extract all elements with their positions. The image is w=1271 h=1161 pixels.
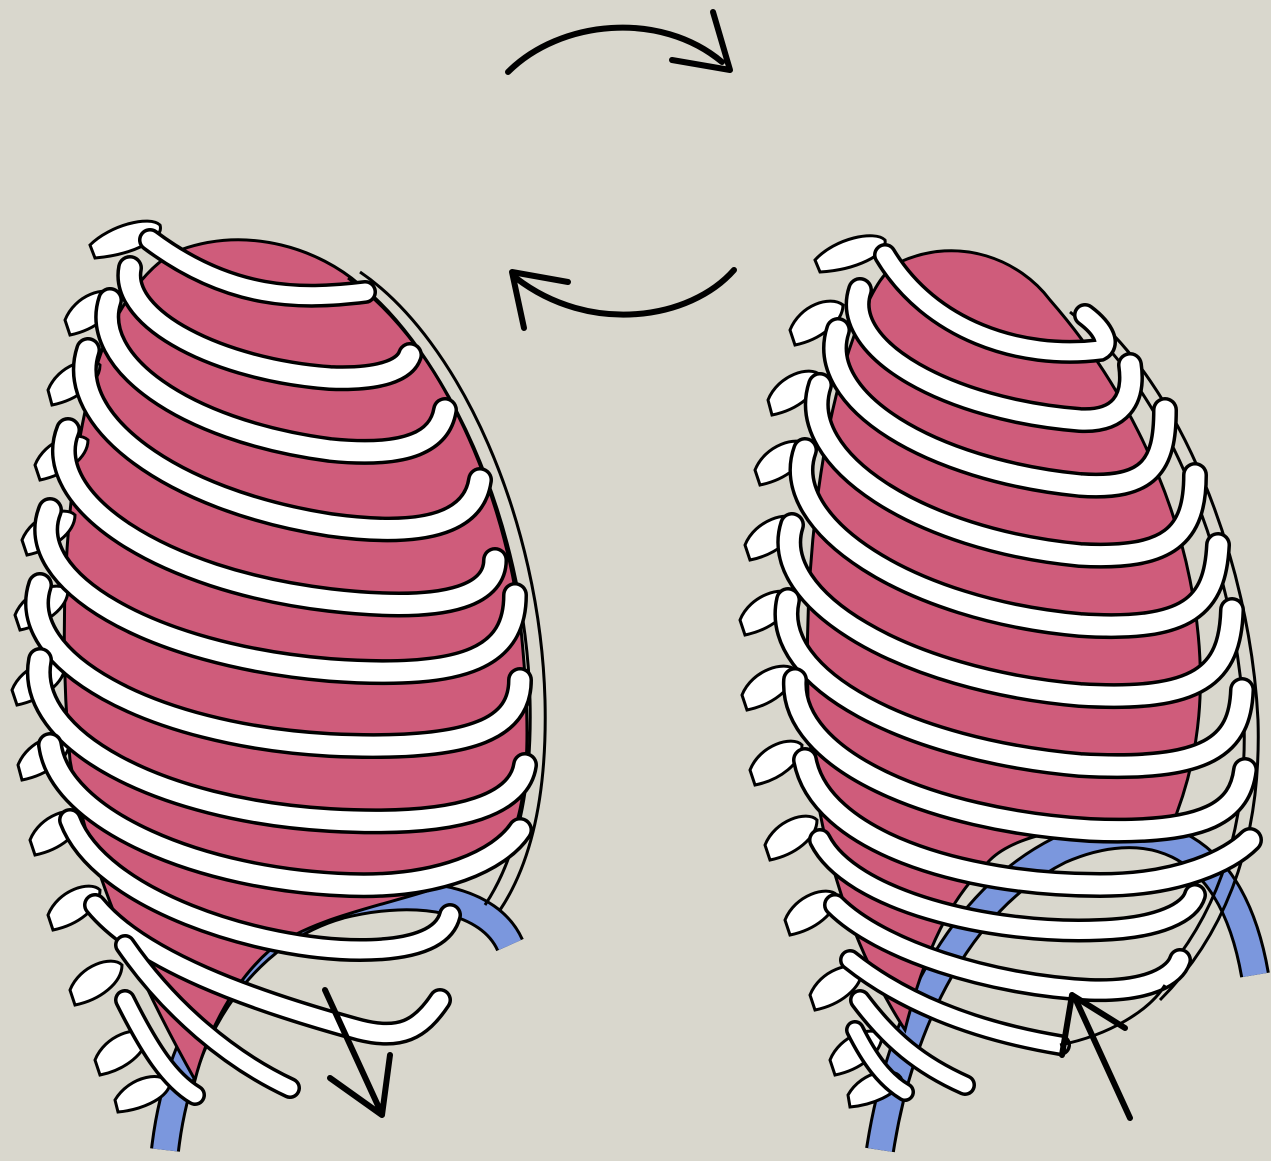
arrow-icon-down-left — [325, 990, 390, 1115]
panel-exhalation — [740, 236, 1258, 1150]
panel-inhalation — [12, 221, 545, 1150]
cycle-arrow-top — [508, 12, 730, 72]
cycle-arrow-bottom — [512, 270, 734, 328]
arrow-icon-up-right — [1062, 995, 1130, 1118]
